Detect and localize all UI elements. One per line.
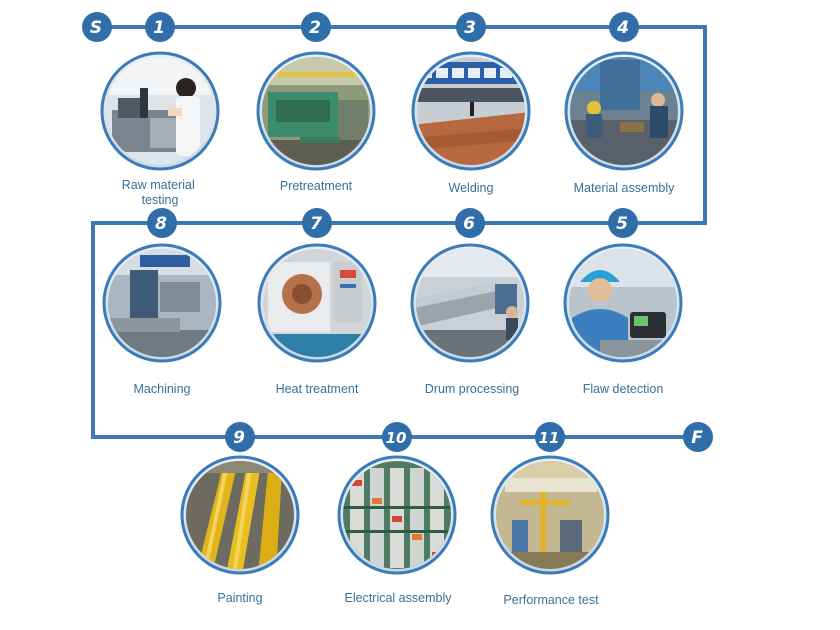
step-6: [410, 243, 530, 363]
step-11-label: Performance test: [503, 593, 599, 607]
step-number: 4: [616, 18, 629, 38]
badge-5: 5: [608, 208, 638, 238]
step-number: 5: [616, 214, 628, 234]
badge-10: 10: [382, 422, 412, 452]
step-2-label: Pretreatment: [280, 179, 353, 193]
step-number: 11: [539, 429, 560, 447]
step-9: [180, 455, 300, 575]
step-number: 8: [155, 214, 167, 234]
step-11: [490, 455, 610, 575]
badge-3: 3: [456, 12, 486, 42]
yellow-girders-photo: [186, 461, 294, 569]
control-cabinet-wiring-photo: [343, 461, 451, 569]
shot-blasting-line-photo: [262, 57, 370, 165]
flow-connector-line: [91, 25, 707, 439]
finish-marker-label: F: [691, 428, 703, 448]
step-1-label: Raw material testing: [122, 178, 198, 207]
badge-11: 11: [535, 422, 565, 452]
step-10: [337, 455, 457, 575]
step-10-label: Electrical assembly: [345, 591, 453, 605]
step-3-label: Welding: [449, 181, 494, 195]
badge-8: 8: [147, 208, 177, 238]
step-number: 6: [463, 214, 475, 234]
step-8-label: Machining: [134, 382, 191, 396]
badge-4: 4: [609, 12, 639, 42]
step-1-label-line-1: Raw material: [122, 178, 195, 192]
badge-7: 7: [302, 208, 332, 238]
finish-marker: F: [683, 422, 713, 452]
step-2: [256, 51, 376, 171]
step-number: 1: [153, 18, 165, 38]
step-number: 3: [464, 18, 476, 38]
badge-2: 2: [301, 12, 331, 42]
step-9-label: Painting: [217, 591, 262, 605]
step-7: [257, 243, 377, 363]
step-number: 7: [310, 214, 322, 234]
badge-6: 6: [455, 208, 485, 238]
lab-microscope-photo: [106, 57, 214, 165]
step-7-label: Heat treatment: [276, 382, 359, 396]
step-5: [563, 243, 683, 363]
step-number: 10: [386, 429, 407, 447]
plate-cutting-welding-photo: [417, 57, 525, 165]
workers-assembling-photo: [570, 57, 678, 165]
badge-9: 9: [225, 422, 255, 452]
badge-1: 1: [145, 12, 175, 42]
step-5-label: Flaw detection: [583, 382, 664, 396]
start-marker: S: [82, 12, 112, 42]
step-1-label-line-2: testing: [142, 193, 179, 207]
start-marker-label: S: [90, 18, 102, 38]
step-1: [100, 51, 220, 171]
step-8: [102, 243, 222, 363]
step-3: [411, 51, 531, 171]
step-6-label: Drum processing: [425, 382, 520, 396]
step-4-label: Material assembly: [574, 181, 675, 195]
step-4: [564, 51, 684, 171]
step-number: 2: [309, 18, 321, 38]
step-number: 9: [233, 428, 245, 448]
